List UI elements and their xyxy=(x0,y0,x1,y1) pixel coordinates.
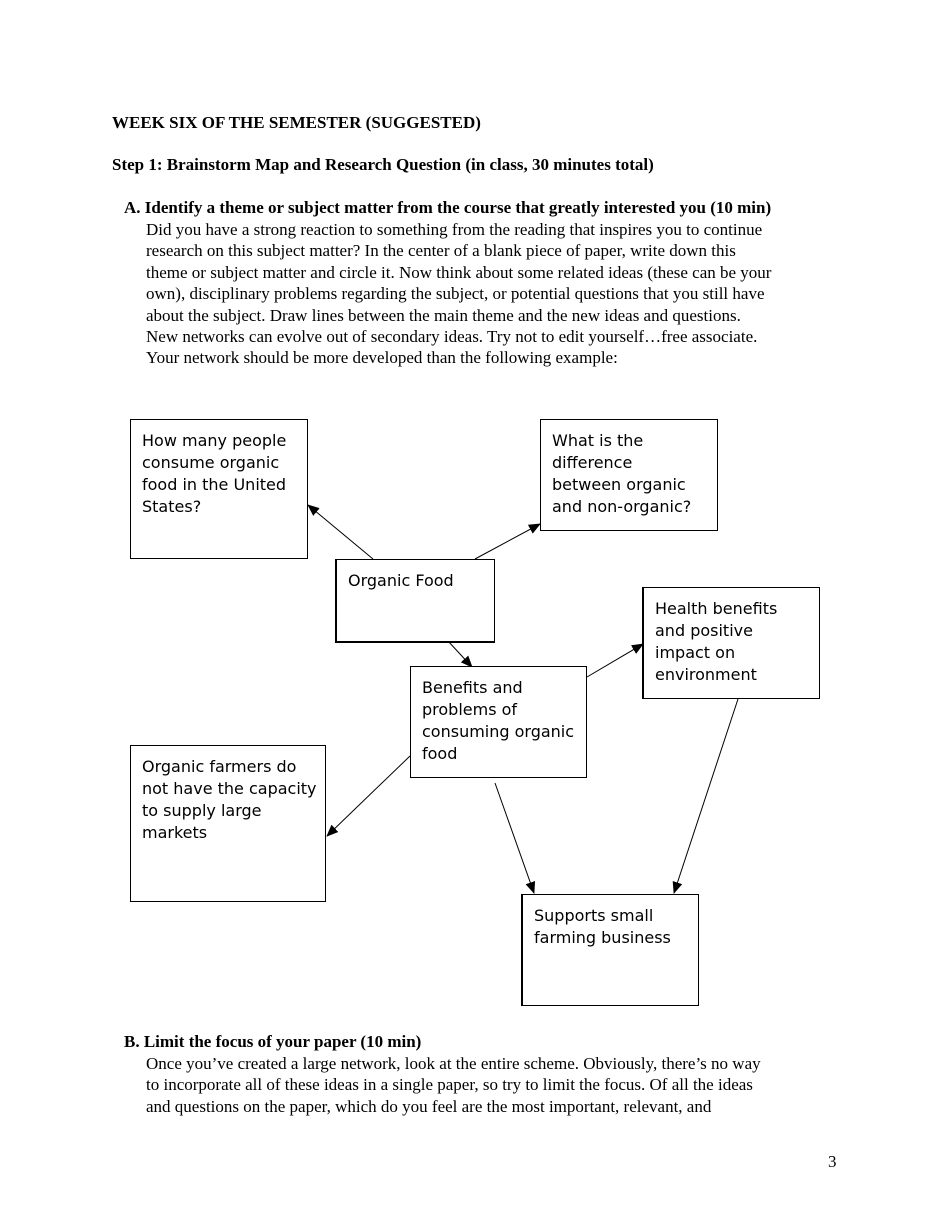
arrow-to-consumers xyxy=(307,504,374,560)
node-consumers: How many people consume organic food in … xyxy=(130,419,308,559)
week-heading: WEEK SIX OF THE SEMESTER (SUGGESTED) xyxy=(112,113,481,132)
node-health: Health benefits and positive impact on e… xyxy=(642,587,820,699)
step-heading: Step 1: Brainstorm Map and Research Ques… xyxy=(112,155,654,174)
node-text-line: Benefits and xyxy=(422,678,523,697)
node-text-line: between organic xyxy=(552,475,686,494)
node-text-line: Organic farmers do xyxy=(142,757,297,776)
node-organic-food: Organic Food xyxy=(335,559,495,643)
node-text-line: environment xyxy=(655,665,757,684)
node-text-line: markets xyxy=(142,823,208,842)
section-a-line: own), disciplinary problems regarding th… xyxy=(146,284,765,304)
section-b-title: B. Limit the focus of your paper (10 min… xyxy=(124,1032,422,1051)
node-farmers: Organic farmers do not have the capacity… xyxy=(130,745,326,902)
node-benefits: Benefits and problems of consuming organ… xyxy=(410,666,587,778)
section-a-line: research on this subject matter? In the … xyxy=(146,241,736,261)
arrow-health-to-small-farming xyxy=(672,698,739,894)
node-text-line: What is the xyxy=(552,431,644,450)
node-text-line: to supply large xyxy=(142,801,262,820)
arrow-to-health xyxy=(586,643,644,678)
node-text-line: and positive xyxy=(655,621,753,640)
node-text-line: States? xyxy=(142,497,202,516)
node-text-line: food xyxy=(422,744,458,763)
section-a-body: Did you have a strong reaction to someth… xyxy=(146,219,846,369)
arrow-to-difference xyxy=(474,523,541,560)
node-text-line: Organic Food xyxy=(348,571,454,590)
section-a-line: theme or subject matter and circle it. N… xyxy=(146,262,772,282)
node-small-farming: Supports small farming business xyxy=(521,894,699,1006)
node-text-line: consume organic xyxy=(142,453,280,472)
node-text-line: impact on xyxy=(655,643,736,662)
page-number: 3 xyxy=(828,1152,837,1171)
section-a-line: Did you have a strong reaction to someth… xyxy=(146,220,763,239)
node-text-line: How many people xyxy=(142,431,287,450)
arrow-benefits-to-small-farming xyxy=(494,782,536,894)
node-text-line: and non-organic? xyxy=(552,497,692,516)
section-b-body: Once you’ve created a large network, loo… xyxy=(146,1053,846,1117)
node-text-line: not have the capacity xyxy=(142,779,317,798)
arrow-to-farmers xyxy=(326,755,411,837)
section-b-line: Once you’ve created a large network, loo… xyxy=(146,1054,761,1073)
node-text-line: difference xyxy=(552,453,633,472)
section-b-line: to incorporate all of these ideas in a s… xyxy=(146,1075,753,1095)
section-a-line: New networks can evolve out of secondary… xyxy=(146,327,758,347)
node-text-line: problems of xyxy=(422,700,518,719)
section-a-line: about the subject. Draw lines between th… xyxy=(146,305,741,325)
arrow-to-benefits xyxy=(447,640,473,668)
node-text-line: consuming organic xyxy=(422,722,575,741)
section-a-line: Your network should be more developed th… xyxy=(146,348,618,368)
node-text-line: food in the United xyxy=(142,475,287,494)
node-text-line: Health benefits xyxy=(655,599,778,618)
section-a-title: A. Identify a theme or subject matter fr… xyxy=(124,198,772,217)
section-b-line: and questions on the paper, which do you… xyxy=(146,1096,712,1116)
node-text-line: farming business xyxy=(534,928,671,947)
node-difference: What is the difference between organic a… xyxy=(540,419,718,531)
node-text-line: Supports small xyxy=(534,906,654,925)
